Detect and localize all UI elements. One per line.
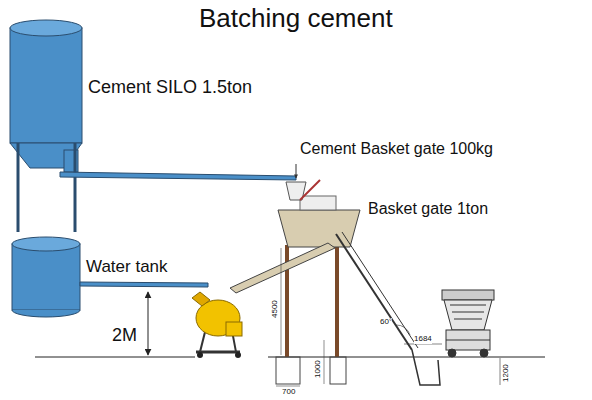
- ground-line: [35, 357, 195, 358]
- screw-conveyor: [60, 172, 296, 180]
- dimension-line: [276, 386, 300, 387]
- dimension-label: 1684: [414, 335, 432, 344]
- water-tank: [12, 237, 208, 317]
- aggregate-bin: [442, 290, 500, 385]
- part-label: Water tank: [86, 258, 168, 277]
- diagram-title: Batching cement: [199, 4, 393, 33]
- part-label: Basket gate 1ton: [368, 200, 488, 218]
- height-dimension: [148, 292, 149, 355]
- angle-label: 60°: [380, 318, 392, 327]
- batching-hopper: [230, 164, 360, 357]
- concrete-mixer: [192, 292, 242, 358]
- dimension-line: [281, 248, 282, 355]
- part-label: Cement SILO 1.5ton: [88, 78, 252, 98]
- dimension-label: 1200: [502, 364, 511, 382]
- part-label: Cement Basket gate 100kg: [300, 140, 493, 158]
- dimension-label: 700: [282, 388, 295, 397]
- dimension-line: [324, 340, 325, 384]
- footing: [276, 357, 300, 384]
- skip-hoist-rail: [336, 232, 442, 385]
- cement-silo: [10, 20, 82, 232]
- dimension-label: 1000: [314, 360, 323, 378]
- ground-line: [268, 357, 545, 358]
- dimension-label: 2M: [112, 326, 137, 346]
- dimension-label: 4500: [271, 300, 280, 318]
- footing: [330, 357, 346, 384]
